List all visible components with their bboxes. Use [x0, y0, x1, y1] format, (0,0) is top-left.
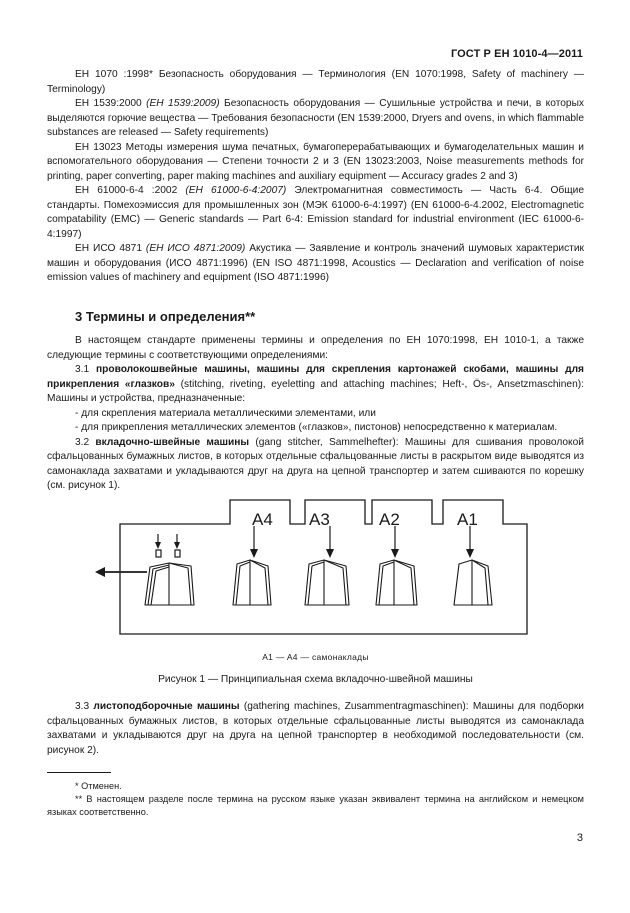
term-number: 3.2	[75, 436, 96, 448]
page-number: 3	[576, 832, 583, 844]
feeder-label-a2: A2	[379, 510, 400, 529]
footnote-separator	[47, 772, 111, 773]
folded-signature-a2	[375, 559, 418, 606]
term-number: 3.3	[75, 701, 94, 712]
term-3-1: 3.1 проволокошвейные машины, машины для …	[47, 363, 584, 407]
folded-signature-a1	[453, 559, 493, 606]
reference-text: Безопасность оборудования — Терминология…	[47, 69, 585, 95]
section-body: В настоящем стандарте применены термины …	[47, 334, 584, 494]
term-3-3: 3.3 листоподборочные машины (gathering m…	[47, 700, 584, 758]
term-number: 3.1	[75, 364, 96, 375]
section-heading: 3 Термины и определения**	[75, 309, 256, 324]
reference-number: ЕН ИСО 4871	[75, 243, 143, 254]
folded-signature-a4	[232, 559, 272, 606]
reference-number: ЕН 1539:2000	[75, 98, 142, 109]
reference-number: ЕН 61000-6-4 :2002	[75, 185, 178, 196]
standard-code-header: ГОСТ Р ЕН 1010-4—2011	[450, 48, 583, 60]
figure-legend: A1 — A4 — самонаклады	[262, 652, 369, 662]
section-intro: В настоящем стандарте применены термины …	[47, 335, 584, 361]
stitch-head-left	[155, 549, 162, 558]
term-3-1-item: - для прикрепления металлических элемент…	[75, 422, 558, 433]
term-definition: (stitching, riveting, eyeletting and att…	[47, 378, 584, 405]
footnote-1: * Отменен.	[75, 781, 122, 791]
term-definition: (gathering machines, Zusammentragmaschin…	[47, 701, 584, 756]
reference-item: ЕН ИСО 4871 (ЕН ИСО 4871:2009) Акустика …	[47, 242, 584, 286]
reference-new-edition: (EH 1539:2009)	[141, 98, 220, 109]
reference-text: Безопасность оборудования — Сушильные ус…	[47, 98, 584, 138]
term-3-3-block: 3.3 листоподборочные машины (gathering m…	[47, 700, 584, 758]
reference-number: ЕН 13023	[75, 141, 122, 153]
reference-number: ЕН 1070 :1998*	[75, 69, 153, 80]
reference-item: ЕН 1070 :1998* Безопасность оборудования…	[47, 68, 584, 97]
reference-text: Акустика — Заявление и контроль значений…	[47, 243, 584, 283]
term-name: листоподборочные машины	[93, 701, 240, 712]
reference-text: Электромагнитная совместимость — Часть 6…	[47, 185, 584, 240]
references-list: ЕН 1070 :1998* Безопасность оборудования…	[47, 68, 584, 286]
term-name: вкладочно-швейные машины	[95, 436, 250, 448]
term-3-1-item: - для скрепления материала металлическим…	[75, 407, 376, 419]
reference-new-edition: (EH 61000-6-4:2007)	[177, 185, 287, 196]
machine-frame-outline	[119, 499, 528, 635]
folded-signature-a3	[304, 559, 350, 606]
reference-item: ЕН 13023 Методы измерения шума печатных,…	[47, 141, 584, 185]
reference-new-edition: (ЕН ИСО 4871:2009)	[142, 243, 246, 254]
reference-item: ЕН 61000-6-4 :2002 (EH 61000-6-4:2007) Э…	[47, 184, 584, 242]
reference-item: ЕН 1539:2000 (EH 1539:2009) Безопасность…	[47, 97, 584, 141]
reference-text: Методы измерения шума печатных, бумагопе…	[47, 141, 584, 182]
folded-signature-stitched	[144, 562, 195, 606]
feeder-label-a1: A1	[457, 510, 478, 529]
footnotes: * Отменен. ** В настоящем разделе после …	[47, 780, 584, 819]
gang-stitcher-diagram: A4 A3 A2 A1	[95, 499, 528, 635]
feeder-label-a3: A3	[309, 510, 330, 529]
term-3-2: 3.2 вкладочно-швейные машины (gang stitc…	[47, 436, 584, 494]
feeder-label-a4: A4	[252, 510, 273, 529]
term-name: проволокошвейные машины, машины для скре…	[47, 364, 584, 390]
figure-caption: Рисунок 1 — Принципиальная схема вкладоч…	[158, 674, 473, 685]
stitch-head-right	[174, 549, 181, 558]
term-definition: (gang stitcher, Sammelhefter): Машины дл…	[47, 436, 584, 492]
footnote-2: ** В настоящем разделе после термина на …	[47, 794, 584, 817]
